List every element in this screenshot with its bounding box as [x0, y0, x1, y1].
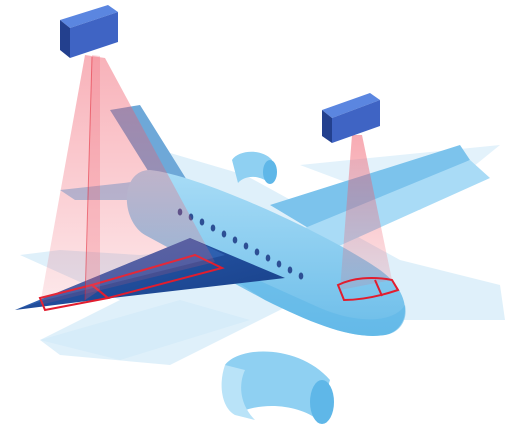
overhead-sensor-icon: [322, 93, 380, 143]
engine-nacelle-icon: [232, 152, 277, 184]
engine-nacelle-icon: [222, 351, 334, 424]
overhead-sensor-icon: [60, 5, 118, 58]
